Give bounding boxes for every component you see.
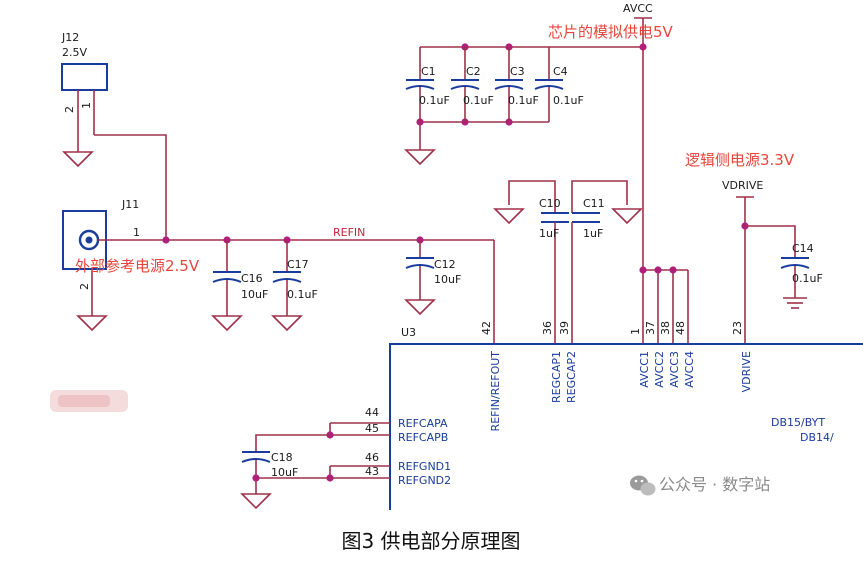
- c12-value: 10uF: [434, 273, 461, 286]
- u3-pin-name: REFIN/REFOUT: [489, 351, 502, 432]
- figure-caption: 图3 供电部分原理图: [341, 529, 520, 553]
- avcc-pins-bus: [639, 266, 689, 344]
- j12-ref: J12: [61, 31, 79, 44]
- c2-ref: C2: [466, 65, 481, 78]
- c14-ref: C14: [792, 242, 814, 255]
- c11-value: 1uF: [583, 227, 603, 240]
- u3-pin-number: 36: [541, 321, 554, 335]
- c17-ref: C17: [287, 258, 309, 271]
- regcap-capacitors: C10 1uF C11 1uF: [493, 180, 643, 344]
- u3-pin-name: REGCAP2: [565, 351, 578, 403]
- c18-ref: C18: [271, 451, 293, 464]
- capacitor-c12: C12 10uF: [404, 240, 461, 316]
- u3-pin-name: AVCC2: [653, 351, 666, 388]
- j12-pin2: 2: [63, 106, 76, 113]
- u3-pin-name: REFCAPB: [398, 431, 448, 444]
- u3-pin-name: REFCAPA: [398, 417, 448, 430]
- u3-pin-number: 38: [659, 321, 672, 335]
- u3-pin-name: AVCC1: [638, 351, 651, 388]
- j11-pin2: 2: [78, 283, 91, 290]
- c12-ref: C12: [434, 258, 456, 271]
- u3-pin-number: 44: [365, 406, 379, 419]
- watermark-text: 公众号 · 数字站: [659, 475, 770, 494]
- u3-pin-number: 37: [644, 321, 657, 335]
- blurred-artifact: [50, 390, 128, 412]
- u3-pin-number: 45: [365, 422, 379, 435]
- u3-pin-number: 39: [558, 321, 571, 335]
- u3-right-label: DB15/BYT: [771, 416, 825, 429]
- u3-pin-number: 43: [365, 465, 379, 478]
- j11-pin1: 1: [133, 226, 140, 239]
- j12-value: 2.5V: [62, 46, 87, 59]
- ground-icon: [240, 493, 272, 510]
- j11-ref: J11: [121, 198, 139, 211]
- avcc-rail: AVCC 芯片的模拟供电5V: [548, 2, 674, 344]
- j11-connector: J11 1 2: [62, 198, 166, 332]
- u3-pin-name: AVCC4: [683, 351, 696, 388]
- refin-net: REFIN: [162, 226, 495, 344]
- c18-value: 10uF: [271, 466, 298, 479]
- c1-value: 0.1uF: [419, 94, 450, 107]
- capacitor-c17: C17 0.1uF: [271, 240, 318, 332]
- u3-pin-number: 48: [674, 321, 687, 335]
- j12-connector: J12 2.5V 2 1: [61, 31, 167, 240]
- logic-supply-annotation: 逻辑侧电源3.3V: [685, 151, 795, 169]
- u3-pin-number: 46: [365, 451, 379, 464]
- c2-value: 0.1uF: [463, 94, 494, 107]
- c1-ref: C1: [421, 65, 436, 78]
- c4-value: 0.1uF: [553, 94, 584, 107]
- ground-icon: [76, 315, 108, 332]
- vdrive-rail: 逻辑侧电源3.3V VDRIVE C14 0.1uF: [685, 151, 823, 344]
- c3-ref: C3: [510, 65, 525, 78]
- c11-ref: C11: [583, 197, 605, 210]
- u3-pin-name: VDRIVE: [740, 351, 753, 392]
- avcc-net-label: AVCC: [623, 2, 653, 15]
- c10-value: 1uF: [539, 227, 559, 240]
- vdrive-net-label: VDRIVE: [722, 179, 763, 192]
- external-ref-annotation: 外部参考电源2.5V: [75, 257, 200, 275]
- u3-pin-number: 23: [731, 321, 744, 335]
- refin-net-label: REFIN: [333, 226, 365, 239]
- u3-pin-name: REGCAP1: [550, 351, 563, 403]
- u3-pin-name: REFGND2: [398, 474, 451, 487]
- avcc-decoupling: C1 0.1uF C2 0.1uF C3 0.1uF C4 0.1uF: [404, 43, 643, 166]
- u3-ref: U3: [401, 326, 416, 339]
- capacitor-c16: C16 10uF: [211, 240, 268, 332]
- analog-supply-annotation: 芯片的模拟供电5V: [548, 23, 674, 41]
- wechat-icon: [630, 475, 656, 496]
- watermark: 公众号 · 数字站: [630, 475, 770, 496]
- u3-pin-number: 42: [480, 321, 493, 335]
- j12-pin1: 1: [80, 102, 93, 109]
- c14-value: 0.1uF: [792, 272, 823, 285]
- u3-pin-number: 1: [629, 328, 642, 335]
- ground-icon: [62, 151, 94, 168]
- c10-ref: C10: [539, 197, 561, 210]
- u3-chip: U3 42 36 39 1 37 38 48 23 REFIN/REFOUT R…: [326, 321, 863, 510]
- c4-ref: C4: [553, 65, 568, 78]
- capacitor-c18: C18 10uF: [240, 434, 330, 510]
- u3-pin-name: AVCC3: [668, 351, 681, 388]
- u3-right-label: DB14/: [800, 431, 834, 444]
- c17-value: 0.1uF: [287, 288, 318, 301]
- c16-value: 10uF: [241, 288, 268, 301]
- u3-pin-name: REFGND1: [398, 460, 451, 473]
- c3-value: 0.1uF: [508, 94, 539, 107]
- c16-ref: C16: [241, 272, 263, 285]
